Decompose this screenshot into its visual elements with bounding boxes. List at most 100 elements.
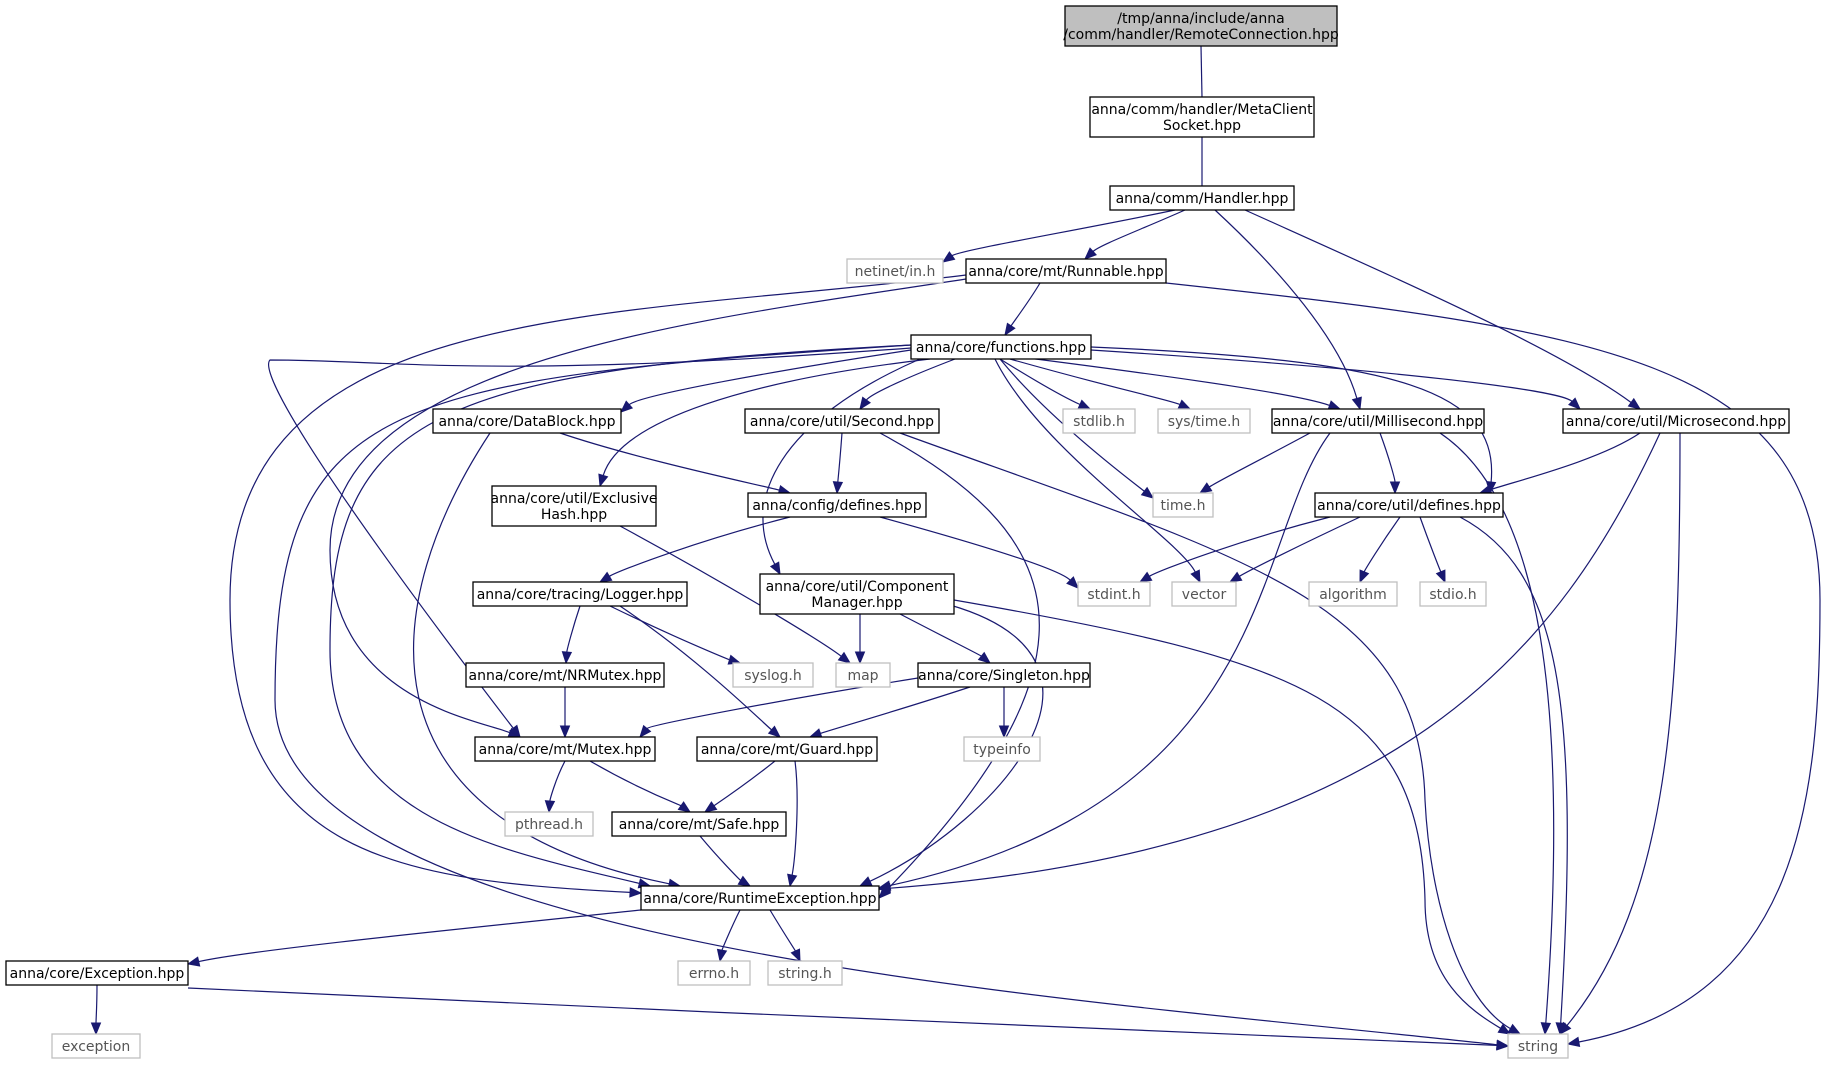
edge-arrowhead [508,724,521,739]
node-box [1271,408,1485,434]
edge-line [268,347,912,729]
node-box [910,334,1092,360]
node-stdio: stdio.h [1419,581,1487,607]
node-nrmutex[interactable]: anna/core/mt/NRMutex.hpp [465,662,665,688]
edge-line [1214,209,1358,399]
node-pthread: pthread.h [504,811,594,837]
node-box [835,662,891,688]
node-box [965,258,1167,284]
edge-configdefines-to-logger [598,516,791,583]
node-guard[interactable]: anna/core/mt/Guard.hpp [696,736,878,762]
node-label: anna/config/defines.hpp [752,498,921,514]
node-logger[interactable]: anna/core/tracing/Logger.hpp [472,581,688,607]
node-label: /tmp/anna/include/anna [1117,11,1284,27]
edge-line [609,516,791,577]
edge-utildefines-to-string [1459,516,1568,1036]
edge-arrowhead [767,725,782,738]
node-label: Manager.hpp [811,595,902,611]
node-box [1314,492,1504,518]
edge-line [589,760,682,807]
edge-line [953,599,1501,1029]
edge-runnable-to-runtimeex [229,274,967,898]
edge-line [413,432,670,885]
node-box [1507,1033,1569,1059]
edge-microsecond-to-runtimeex [877,432,1661,894]
node-box [474,736,656,762]
edge-arrowhead [941,251,956,263]
node-timeh: time.h [1152,492,1214,518]
edge-second-to-configdefines [832,432,844,495]
node-utildefines[interactable]: anna/core/util/defines.hpp [1314,492,1504,518]
node-microsecond[interactable]: anna/core/util/Microsecond.hpp [1562,408,1790,434]
node-label: typeinfo [973,742,1031,758]
node-handler[interactable]: anna/comm/Handler.hpp [1109,185,1295,211]
node-label: exception [62,1039,130,1055]
edge-logger-to-nrmutex [561,605,581,665]
edge-functions-to-component [762,358,921,576]
edge-functions-to-vector [994,358,1201,584]
node-box [5,960,189,986]
node-label: anna/comm/handler/MetaClient [1091,102,1313,118]
edge-arrowhead [854,651,866,665]
edge-second-to-string [899,432,1522,1035]
node-functions[interactable]: anna/core/functions.hpp [910,334,1092,360]
edge-line [1149,516,1331,577]
edge-utildefines-to-vector [1228,516,1361,583]
node-stdint: stdint.h [1077,581,1151,607]
node-runtimeex[interactable]: anna/core/RuntimeException.hpp [640,885,880,911]
node-label: netinet/in.h [855,264,936,280]
node-singleton[interactable]: anna/core/Singleton.hpp [917,662,1091,688]
edge-line [994,358,1196,573]
edge-arrowhead [1627,397,1642,410]
node-configdefines[interactable]: anna/config/defines.hpp [747,492,927,518]
node-typeinfo: typeinfo [963,736,1041,762]
edge-line [549,760,566,802]
node-box [677,960,751,986]
node-runnable[interactable]: anna/core/mt/Runnable.hpp [965,258,1167,284]
edge-guard-to-safe [703,760,776,813]
node-stdlib: stdlib.h [1062,408,1136,434]
node-datablock[interactable]: anna/core/DataBlock.hpp [432,408,622,434]
edge-arrowhead [1540,1022,1552,1036]
edge-line [1363,516,1401,573]
edge-functions-to-string [274,344,1510,1050]
edge-arrowhead [1140,486,1155,499]
edge-millisecond-to-runtimeex [877,432,1331,891]
node-label: anna/core/RuntimeException.hpp [643,891,876,907]
edge-arrowhead [1435,569,1446,584]
edge-line [820,686,971,734]
node-box [1077,581,1151,607]
node-safe[interactable]: anna/core/mt/Safe.hpp [611,811,787,837]
node-label: algorithm [1319,587,1387,603]
edge-arrowhead [1190,569,1201,584]
node-box [465,662,665,688]
edge-arrowhead [859,396,871,411]
edge-line [769,909,796,952]
node-millisecond[interactable]: anna/core/util/Millisecond.hpp [1271,408,1485,434]
node-mutex[interactable]: anna/core/mt/Mutex.hpp [474,736,656,762]
node-second[interactable]: anna/core/util/Second.hpp [744,408,940,434]
node-label: anna/core/mt/Guard.hpp [701,742,873,758]
edge-functions-to-mutex [268,347,912,739]
edge-line [187,987,1498,1046]
node-label: anna/core/util/Exclusive [491,491,658,507]
node-box [759,573,955,615]
edge-singleton-to-typeinfo [998,687,1010,739]
edge-line [762,358,921,565]
node-box [1062,408,1136,434]
node-exceptionhpp[interactable]: anna/core/Exception.hpp [5,960,189,986]
edge-line [951,209,1176,257]
edge-line [899,613,982,657]
node-label: errno.h [689,966,739,982]
node-label: anna/core/functions.hpp [916,340,1086,356]
edge-functions-to-systime [1009,358,1192,410]
node-label: string.h [778,966,832,982]
node-label: sys/time.h [1168,414,1241,430]
edge-arrowhead [977,651,992,664]
edge-line [889,432,1331,887]
edge-line [837,432,843,483]
